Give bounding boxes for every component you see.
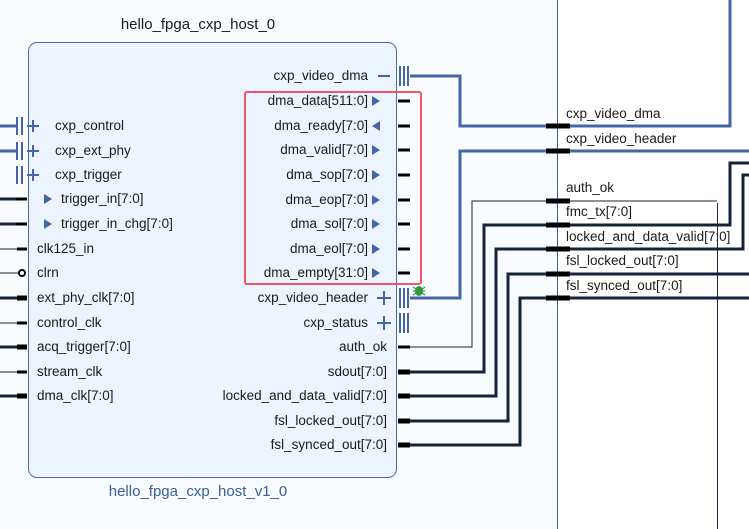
wire-fsl-locked-out xyxy=(410,272,749,423)
triangle-right-icon xyxy=(44,194,52,204)
plus-icon xyxy=(27,169,39,181)
pin-dma-ready[interactable]: dma_ready[7:0] xyxy=(274,118,368,133)
plus-icon xyxy=(377,316,391,330)
pin-dma-eol[interactable]: dma_eol[7:0] xyxy=(289,241,368,256)
triangle-left-icon xyxy=(372,121,380,131)
pin-dma-valid[interactable]: dma_valid[7:0] xyxy=(280,142,368,157)
wire-cxp-video-dma xyxy=(410,74,557,128)
net-label-fmc-tx[interactable]: fmc_tx[7:0] xyxy=(566,204,633,219)
wire-cxp-video-dma-up xyxy=(557,0,732,128)
pin-auth-ok[interactable]: auth_ok xyxy=(338,339,387,354)
triangle-right-icon xyxy=(372,268,380,278)
pin-trigger-in[interactable]: trigger_in[7:0] xyxy=(61,191,144,206)
wire-auth-ok xyxy=(410,200,557,348)
plus-icon xyxy=(27,145,39,157)
net-label-cxp-video-header[interactable]: cxp_video_header xyxy=(566,131,677,146)
net-label-fsl-locked-out[interactable]: fsl_locked_out[7:0] xyxy=(566,253,679,268)
pin-control-clk[interactable]: control_clk xyxy=(37,315,102,330)
pin-trigger-in-chg[interactable]: trigger_in_chg[7:0] xyxy=(61,216,173,231)
pin-cxp-trigger[interactable]: cxp_trigger xyxy=(55,167,122,182)
triangle-right-icon xyxy=(372,96,380,106)
pin-cxp-control[interactable]: cxp_control xyxy=(55,118,125,133)
inverter-bubble-icon xyxy=(18,269,26,277)
pin-cxp-video-dma[interactable]: cxp_video_dma xyxy=(273,68,368,83)
pin-cxp-ext-phy[interactable]: cxp_ext_phy xyxy=(55,143,131,158)
pin-dma-clk[interactable]: dma_clk[7:0] xyxy=(37,388,114,403)
net-label-locked-and-data-valid[interactable]: locked_and_data_valid[7:0] xyxy=(566,229,731,244)
pin-clk125-in[interactable]: clk125_in xyxy=(37,241,95,256)
pin-cxp-video-header[interactable]: cxp_video_header xyxy=(257,290,368,305)
module-name: hello_fpga_cxp_host_v1_0 xyxy=(108,483,288,500)
pin-dma-data[interactable]: dma_data[511:0] xyxy=(267,93,368,108)
triangle-right-icon xyxy=(372,170,380,180)
pin-dma-eop[interactable]: dma_eop[7:0] xyxy=(285,192,368,207)
triangle-right-icon xyxy=(372,244,380,254)
pin-fsl-locked-out[interactable]: fsl_locked_out[7:0] xyxy=(274,413,387,428)
wire-fsl-synced-out xyxy=(410,296,749,447)
pin-dma-sop[interactable]: dma_sop[7:0] xyxy=(286,167,368,182)
plus-icon xyxy=(377,291,391,305)
triangle-right-icon xyxy=(372,195,380,205)
pin-locked-and-data-valid[interactable]: locked_and_data_valid[7:0] xyxy=(222,388,387,403)
ip-block[interactable] xyxy=(28,42,397,478)
pin-stream-clk[interactable]: stream_clk xyxy=(37,364,103,379)
pin-dma-sol[interactable]: dma_sol[7:0] xyxy=(290,216,368,231)
triangle-right-icon xyxy=(372,219,380,229)
pin-sdout[interactable]: sdout[7:0] xyxy=(327,364,387,379)
plus-icon xyxy=(27,120,39,132)
triangle-right-icon xyxy=(44,219,52,229)
pin-ext-phy-clk[interactable]: ext_phy_clk[7:0] xyxy=(37,290,135,305)
debug-bug-icon xyxy=(412,286,426,296)
instance-name[interactable]: hello_fpga_cxp_host_0 xyxy=(120,16,276,33)
region-divider xyxy=(717,203,718,529)
pin-dma-empty[interactable]: dma_empty[31:0] xyxy=(263,265,368,280)
pin-acq-trigger[interactable]: acq_trigger[7:0] xyxy=(37,339,131,354)
wire-cxp-video-header xyxy=(410,149,749,300)
wire-fmc-tx xyxy=(410,161,749,374)
selection-highlight xyxy=(244,91,422,285)
net-label-fsl-synced-out[interactable]: fsl_synced_out[7:0] xyxy=(566,278,683,293)
triangle-right-icon xyxy=(372,145,380,155)
pin-cxp-status[interactable]: cxp_status xyxy=(303,315,368,330)
wire-locked-and-data-valid xyxy=(410,173,749,398)
pin-clrn[interactable]: clrn xyxy=(37,265,59,280)
net-label-auth-ok[interactable]: auth_ok xyxy=(566,180,615,195)
net-label-cxp-video-dma[interactable]: cxp_video_dma xyxy=(566,106,661,121)
pin-fsl-synced-out[interactable]: fsl_synced_out[7:0] xyxy=(270,437,387,452)
